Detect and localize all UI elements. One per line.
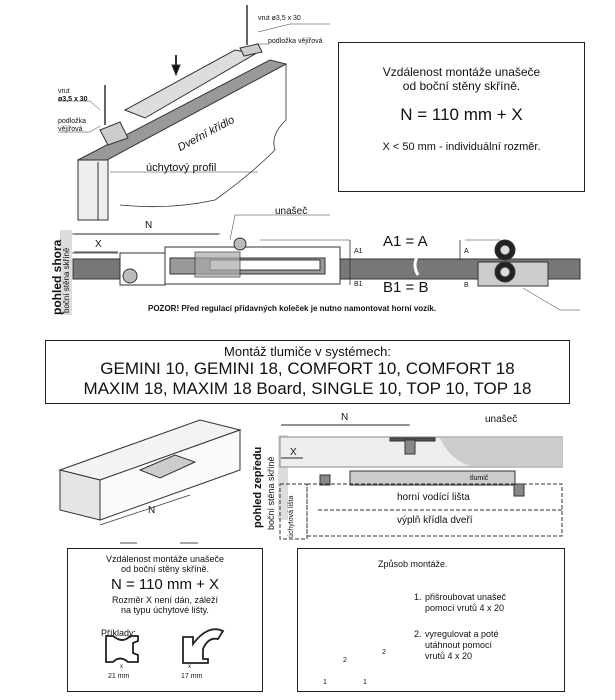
example2-dim: 17 mm bbox=[181, 673, 203, 680]
systems-line-1: GEMINI 10, GEMINI 18, COMFORT 10, COMFOR… bbox=[100, 359, 515, 378]
step2-line-1: vyregulovat a poté bbox=[425, 629, 499, 639]
front-x-label: X bbox=[290, 447, 297, 458]
washer-label-left-1: podložka bbox=[58, 118, 87, 125]
step1-line-2: pomocí vrutů 4 x 20 bbox=[425, 603, 505, 613]
warning-text: POZOR! Před regulací přídavných koleček … bbox=[148, 304, 437, 313]
bottom-formula: N = 110 mm + X bbox=[110, 576, 220, 593]
front-view-label: pohled zepředu bbox=[252, 446, 264, 528]
a1-label: A1 bbox=[354, 248, 363, 255]
screw-tag-2a: 2 bbox=[343, 657, 347, 664]
front-carrier-label: unašeč bbox=[485, 414, 518, 425]
top-x-label: X bbox=[95, 239, 102, 250]
bottom-info-line-1: Vzdálenost montáže unašeče bbox=[105, 554, 225, 564]
example1-x: x bbox=[120, 664, 123, 670]
mounting-title: Způsob montáže. bbox=[378, 559, 448, 569]
b-label: B bbox=[464, 282, 469, 289]
examples-label: Příklady: bbox=[101, 628, 137, 638]
screw-tag-1a: 1 bbox=[323, 679, 327, 686]
front-n-label: N bbox=[341, 412, 349, 423]
top-view-drawing bbox=[60, 214, 581, 315]
front-wall-label: boční stěna skříně bbox=[266, 456, 276, 530]
fill-label: výplň křídla dveří bbox=[397, 515, 473, 526]
bottom-note-2: na typu úchytové lišty. bbox=[121, 605, 209, 615]
eq-a: A1 = A bbox=[383, 233, 428, 250]
dimension-lines bbox=[74, 233, 409, 544]
systems-box: Montáž tlumiče v systémech: GEMINI 10, G… bbox=[45, 340, 570, 404]
bottom-note-1: Rozměr X není dán, záleží bbox=[111, 595, 219, 605]
iso-mount-drawing bbox=[58, 419, 242, 526]
top-view-wall-label: boční stěna skříně bbox=[62, 247, 71, 313]
washer-label-left-2: vějířová bbox=[58, 126, 83, 133]
systems-line-2: MAXIM 18, MAXIM 18 Board, SINGLE 10, TOP… bbox=[83, 379, 532, 398]
rail-label: horní vodící lišta bbox=[397, 492, 470, 503]
profile-examples-drawing bbox=[105, 628, 225, 664]
bottom-info-line-2: od boční stěny skříně. bbox=[120, 564, 210, 574]
mounting-box: Způsob montáže. 1. přišroubovat unašeč p… bbox=[297, 548, 565, 692]
b1-label: B1 bbox=[354, 281, 363, 288]
info-line-1: Vzdálenost montáže unašeče bbox=[382, 65, 541, 79]
step2-num: 2. bbox=[414, 629, 422, 639]
top-n-label: N bbox=[145, 220, 153, 231]
screw-tag-2b: 2 bbox=[382, 649, 386, 656]
systems-title: Montáž tlumiče v systémech: bbox=[224, 344, 391, 359]
info-line-2: od boční stěny skříně. bbox=[402, 79, 521, 93]
iso-n-label: N bbox=[148, 505, 156, 516]
handle-label: úchytová lišta bbox=[288, 495, 295, 538]
example2-x: x bbox=[188, 664, 191, 670]
screw-tag-1b: 1 bbox=[363, 679, 367, 686]
info-formula: N = 110 mm + X bbox=[400, 105, 523, 124]
step2-line-2: utáhnout pomocí bbox=[425, 640, 493, 650]
eq-b: B1 = B bbox=[383, 279, 429, 296]
info-box-bottom: Vzdálenost montáže unašeče od boční stěn… bbox=[67, 548, 263, 692]
top-carrier-label: unašeč bbox=[275, 206, 308, 217]
info-box-top: Vzdálenost montáže unašeče od boční stěn… bbox=[338, 42, 585, 192]
a-label: A bbox=[464, 248, 469, 255]
screw-label-left-2: ø3,5 x 30 bbox=[58, 96, 88, 103]
profile-label: úchytový profil bbox=[146, 162, 217, 174]
front-view-drawing bbox=[278, 424, 563, 540]
screw-label-left-1: vrut bbox=[58, 88, 70, 95]
info-note: X < 50 mm - individuální rozměr. bbox=[382, 141, 541, 153]
step1-num: 1. bbox=[414, 592, 422, 602]
door-panel-drawing bbox=[58, 5, 330, 221]
step1-line-1: přišroubovat unašeč bbox=[425, 592, 507, 602]
damper-label: tlumič bbox=[470, 475, 489, 482]
example1-dim: 21 mm bbox=[108, 673, 130, 680]
step2-line-3: vrutů 4 x 20 bbox=[425, 651, 473, 661]
screw-label-right: vrut ø3,5 x 30 bbox=[258, 15, 301, 22]
washer-label-right: podložka vějířová bbox=[268, 38, 323, 45]
